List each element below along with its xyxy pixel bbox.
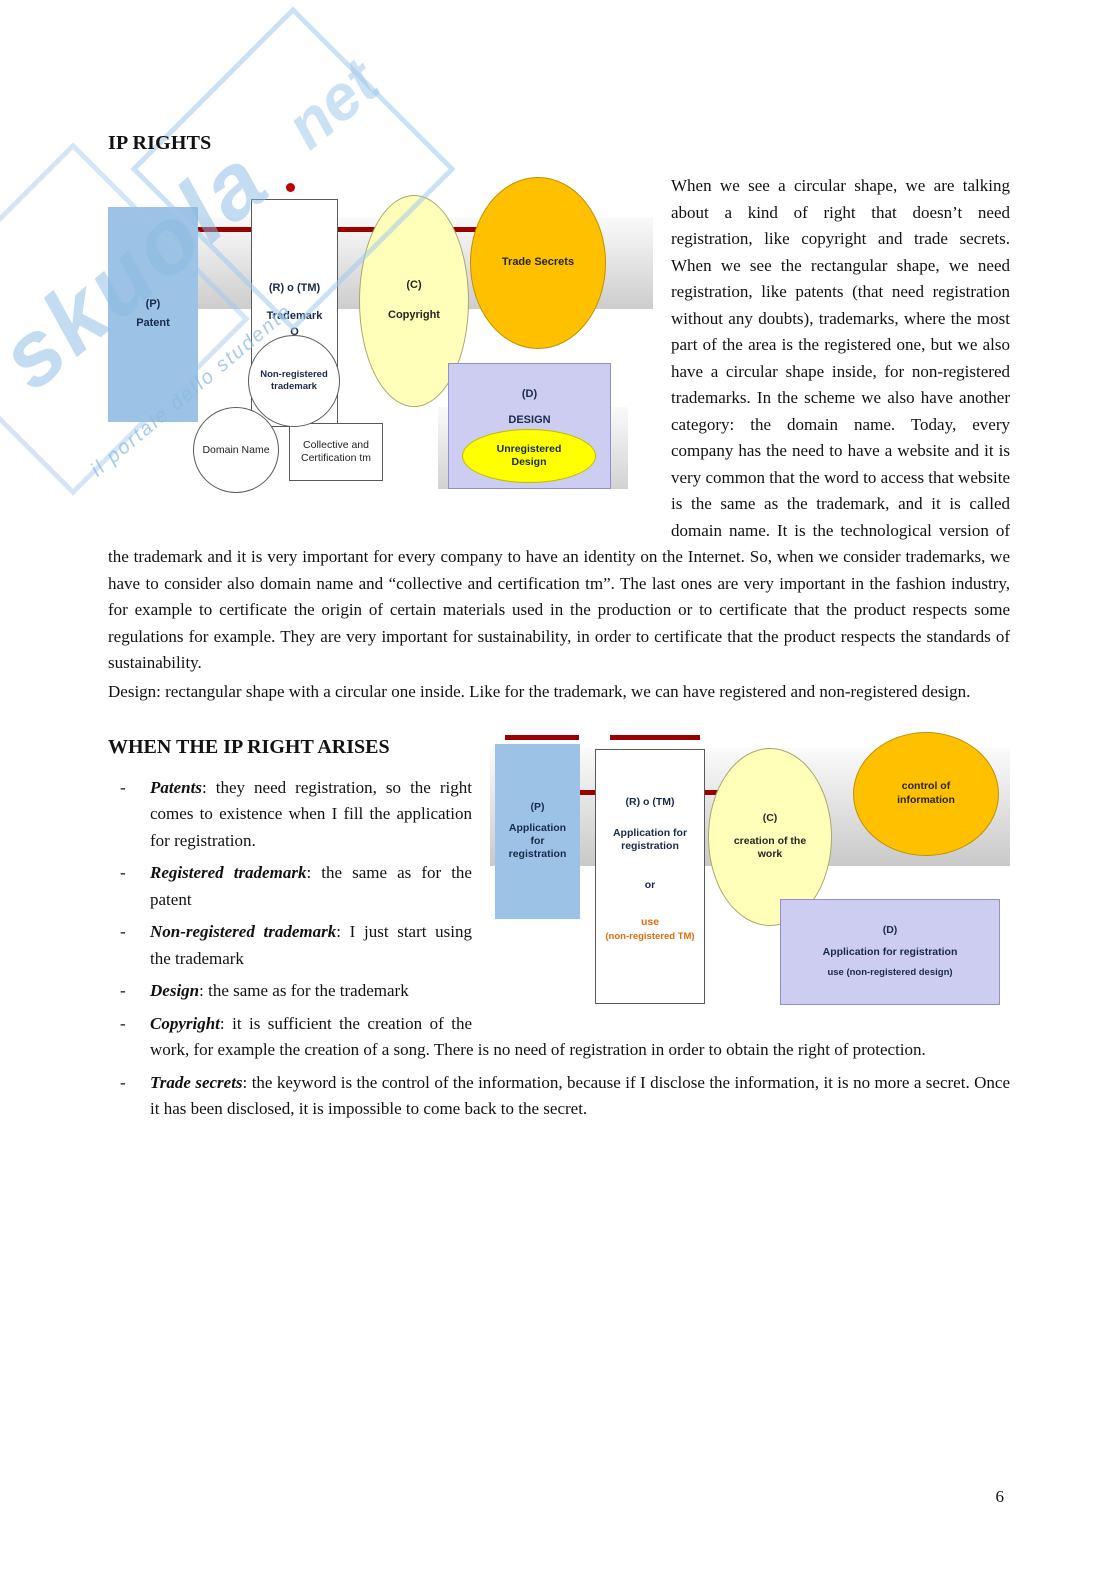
- section-heading: WHEN THE IP RIGHT ARISES: [108, 735, 390, 758]
- non-registered-trademark-circle: Non-registered trademark: [248, 335, 340, 428]
- intro-paragraph: When we see a circular shape, we are tal…: [108, 176, 1010, 673]
- list-item-patents: Patents: they need registration, so the …: [120, 775, 1010, 855]
- non-registered-trademark-label: Non-registered trademark: [260, 369, 328, 393]
- bullet-text: : they need registration, so the right c…: [150, 777, 472, 850]
- ip-right-arises-list: Patents: they need registration, so the …: [108, 775, 1010, 1123]
- trademark-label: Trademark: [266, 309, 323, 322]
- list-item-copyright: Copyright: it is sufficient the creation…: [120, 1011, 1010, 1064]
- bullet-term: Patents: [150, 777, 202, 797]
- bullet-term: Registered trademark: [150, 863, 307, 883]
- domain-name-label: Domain Name: [202, 443, 270, 456]
- design-label: DESIGN: [508, 413, 551, 426]
- bullet-text: : the same as for the trademark: [199, 981, 409, 1001]
- bullet-term: Copyright: [150, 1013, 220, 1033]
- patent-code: (P): [145, 298, 161, 311]
- domain-name-circle: Domain Name: [193, 407, 279, 494]
- list-item-non-registered-trademark: Non-registered trademark: I just start u…: [120, 919, 1010, 972]
- bullet-text: : I just start using the trademark: [150, 922, 473, 968]
- bullet-text: : it is sufficient the creation of the w…: [150, 1013, 926, 1060]
- collective-certification-label: Collective and Certification tm: [300, 439, 372, 465]
- trademark-code: (R) o (TM): [268, 282, 321, 295]
- page-number: 6: [995, 1487, 1005, 1506]
- list-item-design: Design: the same as for the trademark: [120, 978, 1010, 1005]
- unregistered-design-ellipse: Unregistered Design: [462, 429, 596, 484]
- connector-line: [610, 734, 700, 740]
- patent-box: (P) Patent: [108, 207, 198, 423]
- list-item-trade-secrets: Trade secrets: the keyword is the contro…: [120, 1070, 1010, 1123]
- when-ip-right-arises-section: (P) Application for registration (R) o (…: [108, 731, 1010, 1123]
- bullet-text: : the keyword is the control of the info…: [150, 1072, 1010, 1119]
- red-dot: [286, 183, 295, 193]
- bullet-text: : the same as for the patent: [150, 863, 472, 909]
- bullet-term: Non-registered trademark: [150, 922, 337, 942]
- ip-rights-diagram: (P) Patent (R) o (TM) Trademark O Non-re…: [108, 177, 653, 517]
- bullet-term: Design: [150, 981, 200, 1001]
- unregistered-design-label: Unregistered Design: [496, 443, 562, 469]
- design-paragraph: Design: rectangular shape with a circula…: [108, 681, 971, 701]
- copyright-code: (C): [406, 279, 422, 292]
- trademark-label-2: O: [290, 325, 299, 338]
- connector-line: [196, 227, 488, 233]
- copyright-label: Copyright: [388, 309, 440, 322]
- trade-secrets-ellipse: Trade Secrets: [470, 177, 606, 350]
- page-title: IP RIGHTS: [108, 132, 212, 154]
- design-code: (D): [521, 388, 538, 401]
- collective-certification-box: Collective and Certification tm: [289, 423, 383, 482]
- list-item-registered-trademark: Registered trademark: the same as for th…: [120, 860, 1010, 913]
- patent-label: Patent: [136, 317, 170, 330]
- bullet-term: Trade secrets: [150, 1072, 243, 1092]
- trade-secrets-label: Trade Secrets: [501, 256, 575, 269]
- copyright-ellipse: (C) Copyright: [359, 195, 469, 408]
- connector-line: [505, 734, 579, 740]
